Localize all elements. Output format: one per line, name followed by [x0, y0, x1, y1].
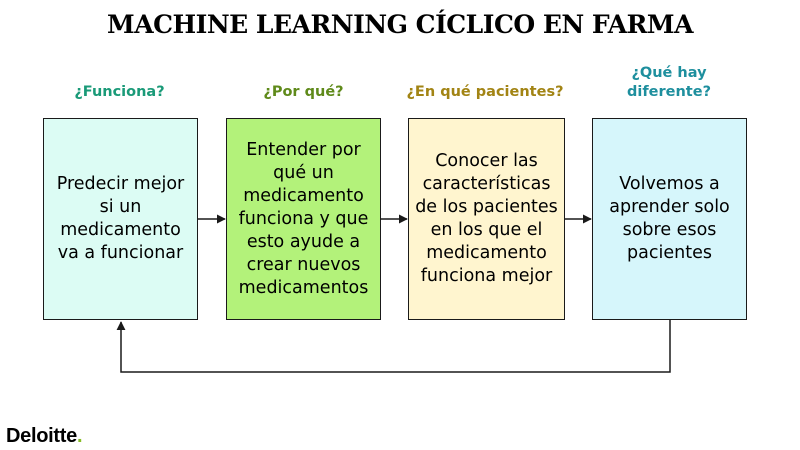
step-3-text: Conocer las características de los pacie… — [415, 151, 558, 286]
step-4-question: ¿Qué hay diferente? — [627, 65, 711, 100]
logo-name: Deloitte — [6, 425, 77, 447]
step-4-text: Volvemos a aprender solo sobre esos paci… — [609, 174, 730, 263]
step-1-box: Predecir mejor si un medicamento va a fu… — [43, 118, 198, 320]
step-2-question: ¿Por qué? — [263, 84, 344, 100]
step-1-question: ¿Funciona? — [74, 84, 165, 100]
feedback-loop-arrow — [116, 320, 671, 373]
deloitte-logo: Deloitte. — [6, 425, 83, 448]
step-3-question: ¿En qué pacientes? — [406, 84, 564, 100]
step-4-box: Volvemos a aprender solo sobre esos paci… — [592, 118, 747, 320]
logo-dot: . — [76, 425, 83, 447]
step-2-box: Entender por qué un medicamento funciona… — [226, 118, 381, 320]
step-1-text: Predecir mejor si un medicamento va a fu… — [56, 174, 185, 263]
page-title: MACHINE LEARNING CÍCLICO EN FARMA — [107, 10, 693, 39]
step-3-box: Conocer las características de los pacie… — [408, 118, 565, 320]
step-2-text: Entender por qué un medicamento funciona… — [238, 139, 369, 298]
